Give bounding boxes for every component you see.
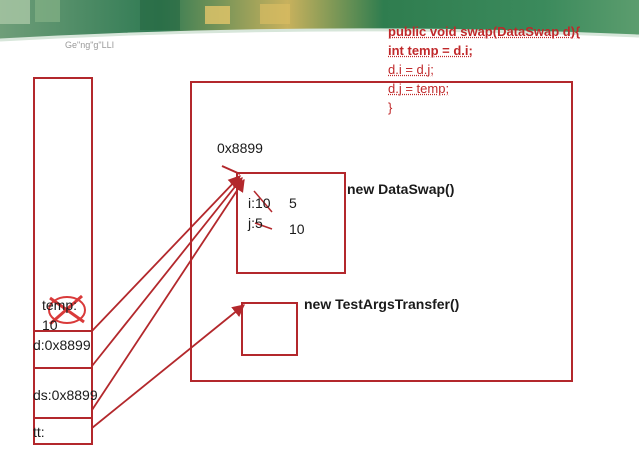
temp-value: 10 <box>42 317 58 333</box>
heap-frame <box>190 81 573 382</box>
field-i-label: i:10 <box>248 195 271 211</box>
temp-label: temp: <box>42 297 78 313</box>
d-label: d:0x8899 <box>33 337 91 353</box>
strike-j-value <box>254 222 273 230</box>
faded-caption: Ge"ng"g"LLI <box>65 40 115 50</box>
code-line-4: d.j = temp; <box>388 81 450 96</box>
code-line-5: } <box>388 100 393 115</box>
temp-cross-mark <box>48 294 86 326</box>
testargs-object-box <box>241 302 298 356</box>
address-label: 0x8899 <box>217 140 263 156</box>
ds-label: ds:0x8899 <box>33 387 98 403</box>
arrow-temp-to-object <box>91 175 241 332</box>
strike-i-value <box>253 190 273 213</box>
arrow-tt-to-testargs <box>91 304 245 429</box>
address-pointer-line <box>221 165 241 175</box>
code-line-2: int temp = d.i; <box>388 43 473 58</box>
new-j-value: 10 <box>289 221 305 237</box>
new-i-value: 5 <box>289 195 297 211</box>
stack-frame <box>33 77 93 445</box>
code-line-3: d.i = d.j; <box>388 62 434 77</box>
tt-label: tt: <box>33 424 45 440</box>
code-line-1: public void swap(DataSwap d){ <box>388 24 581 39</box>
dataswap-object-box <box>236 172 346 274</box>
arrow-d-to-object <box>91 177 243 367</box>
field-j-label: j:5 <box>248 215 263 231</box>
testargs-label: new TestArgsTransfer() <box>304 296 460 312</box>
arrow-ds-to-object <box>91 178 245 411</box>
dataswap-label: new DataSwap() <box>347 181 455 197</box>
